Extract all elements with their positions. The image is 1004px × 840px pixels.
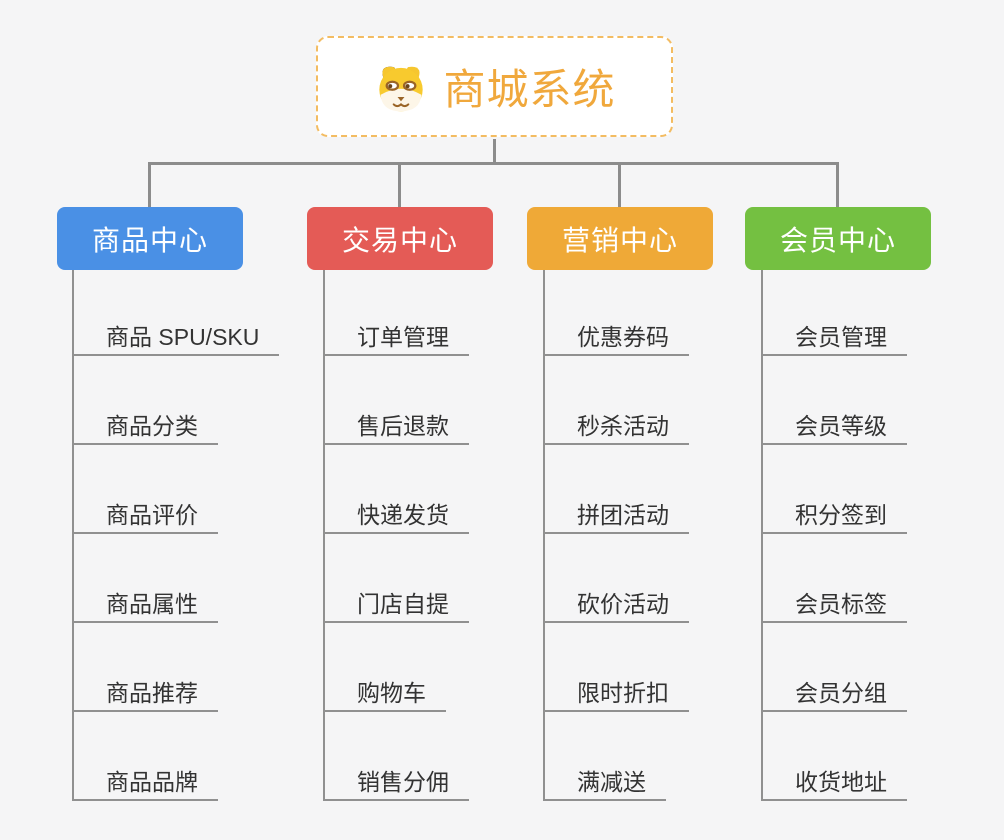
branch-node-label: 会员中心 xyxy=(779,224,896,256)
branch-node-label: 商品中心 xyxy=(91,224,208,256)
leaf-topic[interactable]: 商品属性 xyxy=(72,585,218,623)
branch-spine xyxy=(323,270,325,801)
leaf-topic[interactable]: 积分签到 xyxy=(761,496,907,534)
leaf-topic[interactable]: 售后退款 xyxy=(323,407,469,445)
root-title: 商城系统 xyxy=(443,66,616,113)
branch-node-trade-center[interactable]: 交易中心 xyxy=(307,207,493,270)
root-node[interactable]: 商城系统 xyxy=(316,36,673,137)
connector-branch-drop xyxy=(836,162,839,208)
leaf-topic[interactable]: 购物车 xyxy=(323,674,446,712)
leaf-topic[interactable]: 拼团活动 xyxy=(543,496,689,534)
leaf-topic[interactable]: 优惠券码 xyxy=(543,318,689,356)
leaf-topic[interactable]: 限时折扣 xyxy=(543,674,689,712)
leaf-topic[interactable]: 砍价活动 xyxy=(543,585,689,623)
branch-spine xyxy=(543,270,545,801)
leaf-topic[interactable]: 商品分类 xyxy=(72,407,218,445)
leaf-topic[interactable]: 会员分组 xyxy=(761,674,907,712)
leaf-topic[interactable]: 门店自提 xyxy=(323,585,469,623)
leaf-topic[interactable]: 会员标签 xyxy=(761,585,907,623)
branch-spine xyxy=(72,270,74,801)
branch-spine xyxy=(761,270,763,801)
branch-node-member-center[interactable]: 会员中心 xyxy=(745,207,931,270)
branch-node-label: 营销中心 xyxy=(561,224,678,256)
connector-bus xyxy=(149,162,839,165)
leaf-topic[interactable]: 商品评价 xyxy=(72,496,218,534)
leaf-topic[interactable]: 收货地址 xyxy=(761,763,907,801)
leaf-topic[interactable]: 快递发货 xyxy=(323,496,469,534)
branch-node-product-center[interactable]: 商品中心 xyxy=(57,207,243,270)
leaf-topic[interactable]: 会员管理 xyxy=(761,318,907,356)
dog-mascot-icon xyxy=(379,66,424,111)
connector-root-drop xyxy=(493,139,496,164)
connector-branch-drop xyxy=(618,162,621,208)
connector-branch-drop xyxy=(148,162,151,208)
leaf-topic[interactable]: 商品推荐 xyxy=(72,674,218,712)
leaf-topic[interactable]: 销售分佣 xyxy=(323,763,469,801)
branch-node-marketing-center[interactable]: 营销中心 xyxy=(527,207,713,270)
branch-node-label: 交易中心 xyxy=(341,224,458,256)
leaf-topic[interactable]: 商品品牌 xyxy=(72,763,218,801)
connector-branch-drop xyxy=(398,162,401,208)
leaf-topic[interactable]: 满减送 xyxy=(543,763,666,801)
leaf-topic[interactable]: 会员等级 xyxy=(761,407,907,445)
leaf-topic[interactable]: 商品 SPU/SKU xyxy=(72,318,280,356)
leaf-topic[interactable]: 订单管理 xyxy=(323,318,469,356)
leaf-topic[interactable]: 秒杀活动 xyxy=(543,407,689,445)
